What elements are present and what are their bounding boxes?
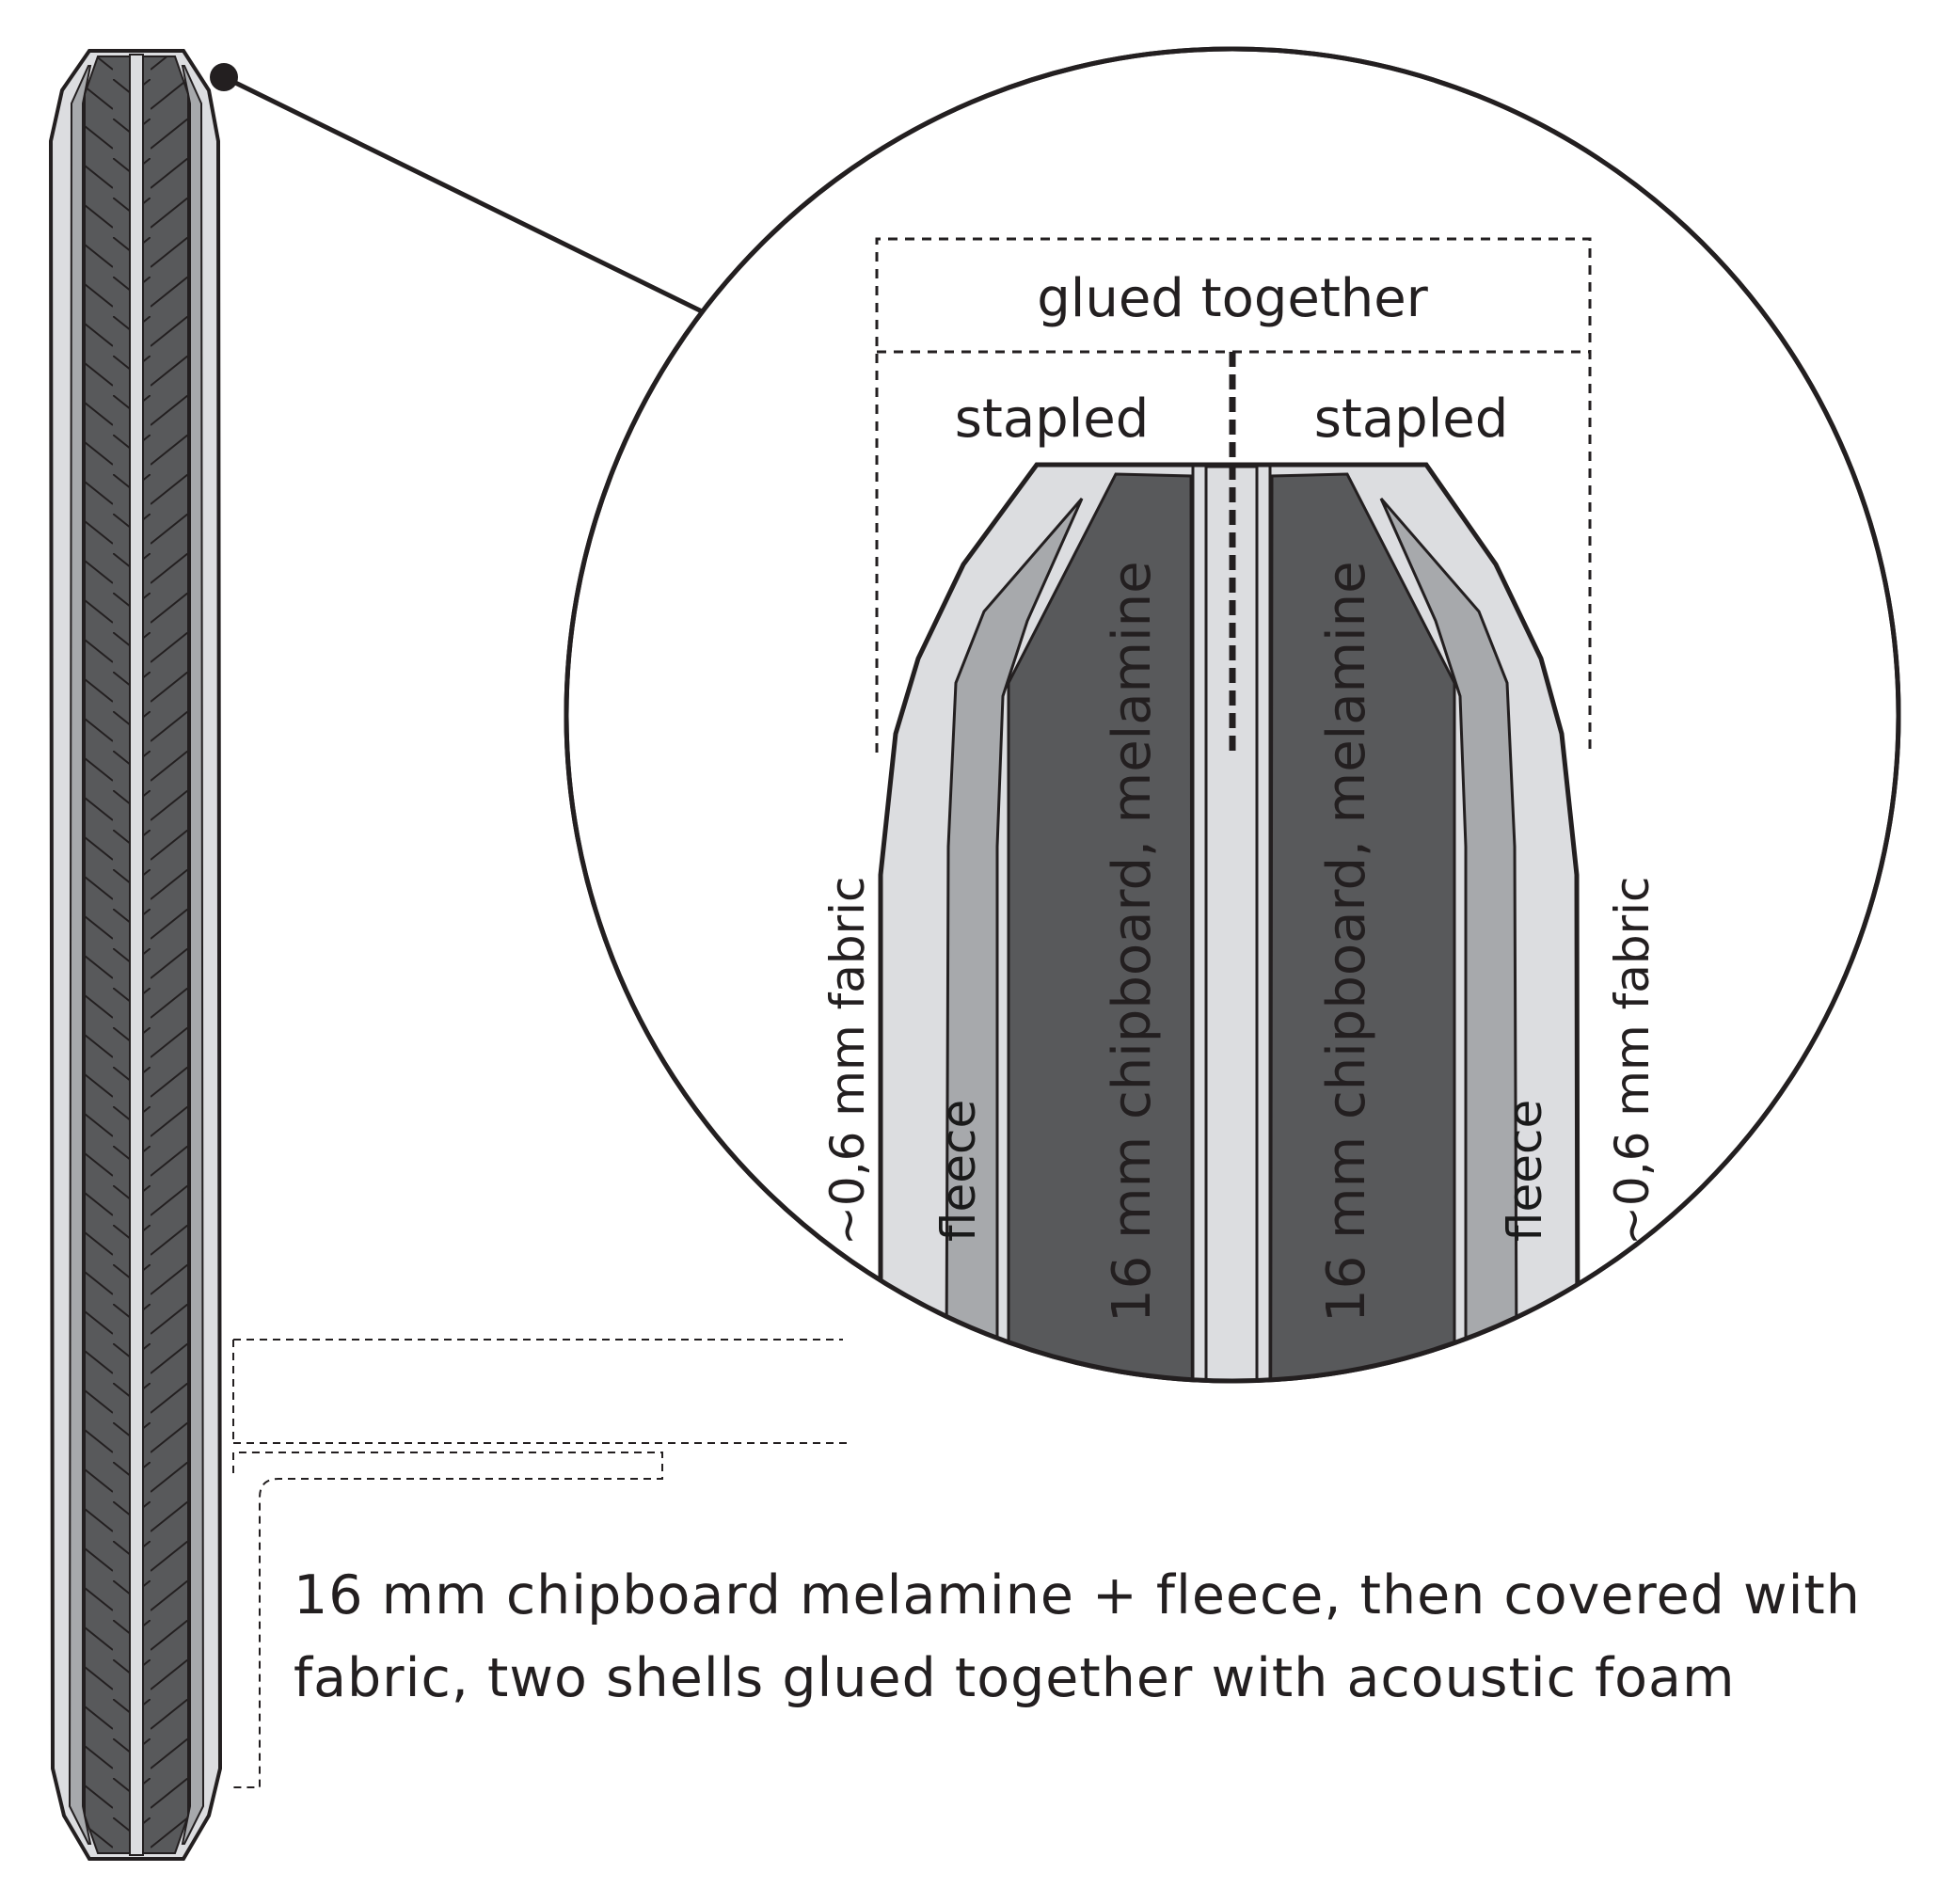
chipboard-left-label: 16 mm chipboard, melamine [1102, 561, 1163, 1323]
panel-center-foam [129, 54, 144, 1856]
chipboard-right-label: 16 mm chipboard, melamine [1316, 561, 1377, 1323]
panel-right-fleece [181, 65, 205, 1845]
zoom-left-fleece [943, 498, 1084, 1381]
fabric-left-label: ~0,6 mm fabric [820, 876, 875, 1246]
fabric-right-label: ~0,6 mm fabric [1605, 876, 1660, 1246]
fleece-right-label: fleece [1498, 1100, 1552, 1242]
zoom-right-chipboard [1268, 472, 1456, 1381]
zoom-left-chipboard [1007, 472, 1195, 1381]
caption: 16 mm chipboard melamine + fleece, then … [294, 1554, 1912, 1720]
zoom-leader-dot [210, 63, 238, 91]
zoom-leader-line [222, 74, 706, 315]
fleece-left-label: fleece [931, 1100, 986, 1242]
caption-bracket [232, 1339, 847, 1788]
caption-line-1: 16 mm chipboard melamine + fleece, then … [294, 1564, 1861, 1626]
panel-left-fleece [68, 65, 92, 1845]
stapled-right-label: stapled [1314, 389, 1509, 450]
zoom-right-fleece [1379, 498, 1520, 1381]
panel-edge-view [48, 49, 223, 1861]
caption-line-2: fabric, two shells glued together with a… [294, 1647, 1736, 1709]
stapled-left-label: stapled [955, 389, 1150, 450]
glued-together-label: glued together [1037, 268, 1429, 329]
zoom-cross-section [878, 462, 1581, 1381]
